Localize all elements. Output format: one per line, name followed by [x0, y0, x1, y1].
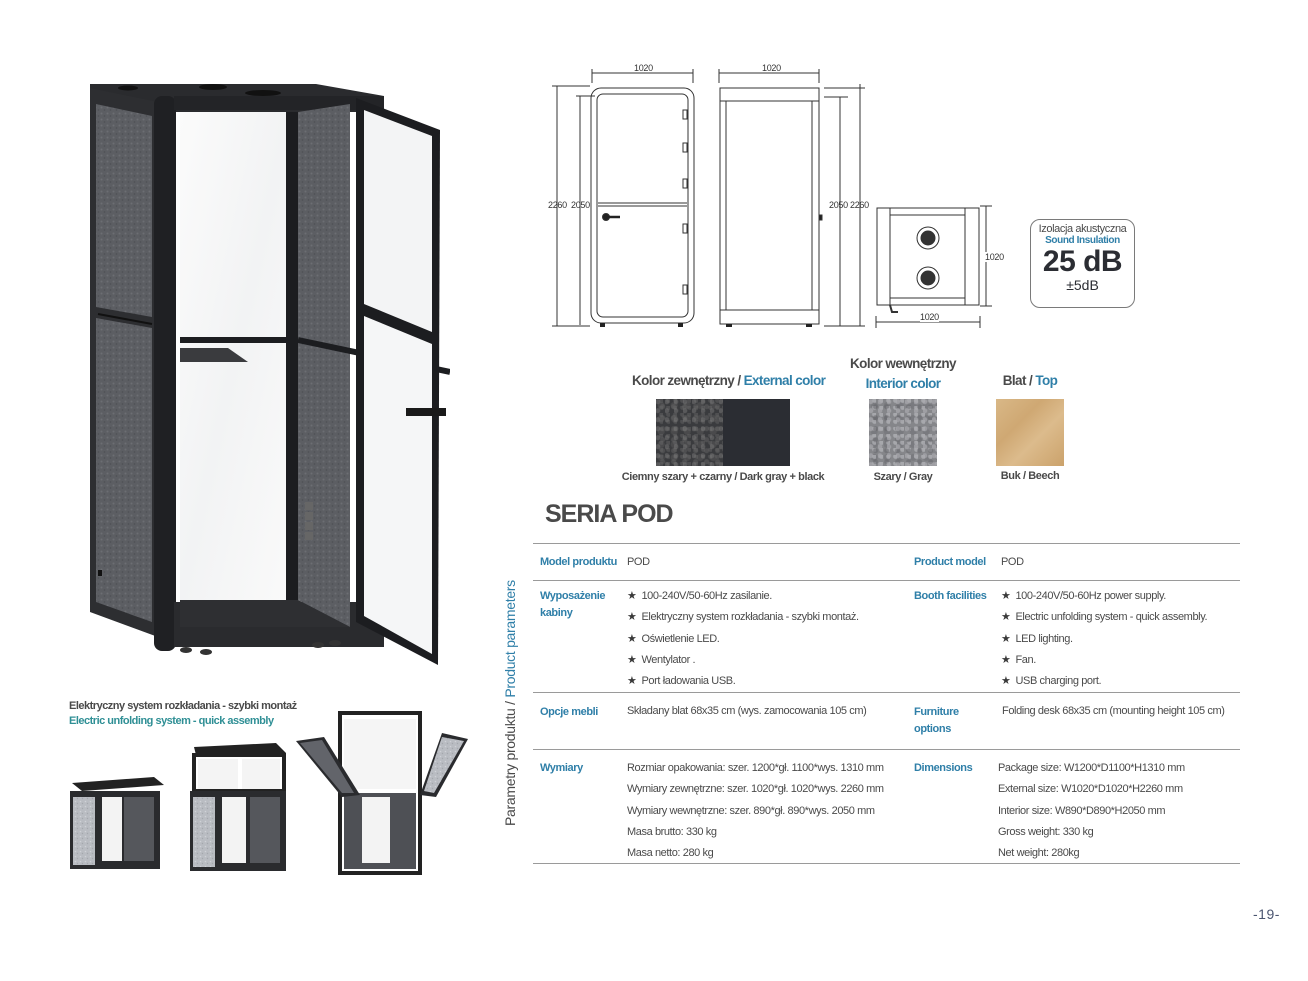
sound-badge-tolerance: ±5dB — [1066, 277, 1099, 293]
dimension-item-en: Gross weight: 330 kg — [998, 825, 1094, 838]
unfolding-caption: Elektryczny system rozkładania - szybki … — [69, 699, 297, 729]
front-outer-height-dim: 2260 — [548, 200, 567, 210]
black-swatch — [723, 399, 790, 466]
external-color-title: Kolor zewnętrzny / External color — [632, 371, 826, 391]
unfold-stage-1 — [70, 777, 164, 869]
facilities-label-en: Booth facilities — [914, 590, 987, 602]
model-value-pl: POD — [627, 556, 650, 568]
sound-badge-title-pl: Izolacja akustyczna — [1038, 223, 1127, 235]
top-color-swatch — [996, 399, 1064, 466]
dimensions-list-pl: Rozmiar opakowania: szer. 1200*gł. 1100*… — [627, 758, 884, 864]
front-view-drawing — [552, 69, 695, 327]
series-title: SERIA POD — [545, 500, 674, 528]
furniture-value-en: Folding desk 68x35 cm (mounting height 1… — [1002, 705, 1225, 717]
unfold-stage-2 — [190, 743, 286, 871]
dimension-item-pl: Rozmiar opakowania: szer. 1200*gł. 1100*… — [627, 762, 884, 774]
furniture-label-en: Furniture options — [914, 706, 959, 735]
interior-color-swatch — [869, 399, 937, 466]
dimension-item-en: Package size: W1200*D1100*H1310 mm — [998, 762, 1185, 774]
side-label-pl: Parametry produktu / — [502, 697, 518, 826]
model-label-en: Product model — [914, 556, 986, 568]
dimension-item-pl: Wymiary wewnętrzne: szer. 890*gł. 890*wy… — [627, 804, 875, 817]
furniture-label-pl: Opcje mebli — [540, 706, 598, 718]
facility-item-en: ★100-240V/50-60Hz power supply. — [1001, 590, 1166, 602]
unfolding-caption-pl: Elektryczny system rozkładania - szybki … — [69, 700, 297, 712]
front-inner-height-dim: 2050 — [571, 200, 590, 210]
facility-item-en: ★LED lighting. — [1001, 632, 1073, 645]
facility-item-pl: ★100-240V/50-60Hz zasilanie. — [627, 590, 772, 602]
dimensions-label-en: Dimensions — [914, 762, 973, 774]
top-color-title-pl: Blat / — [1002, 373, 1036, 388]
external-color-title-en: External color — [743, 373, 826, 388]
technical-drawings: 1020 2260 2050 1020 2050 2260 1020 1020 — [540, 60, 1004, 340]
facility-item-en: ★Fan. — [1001, 653, 1036, 666]
dimension-item-en: External size: W1020*D1020*H2260 mm — [998, 783, 1183, 796]
side-label-en: Product parameters — [502, 580, 518, 698]
model-value-en: POD — [1001, 556, 1024, 568]
top-depth-dim: 1020 — [985, 252, 1004, 262]
facility-item-pl: ★Wentylator . — [627, 653, 696, 666]
facility-item-pl: ★Port ładowania USB. — [627, 675, 736, 688]
top-color-title: Blat / Top — [990, 371, 1070, 391]
facility-item-pl: ★Oświetlenie LED. — [627, 632, 720, 645]
spec-row-facilities: Wyposażenie kabiny ★100-240V/50-60Hz zas… — [533, 580, 1240, 692]
top-width-dim: 1020 — [920, 312, 939, 322]
external-color-title-pl: Kolor zewnętrzny / — [632, 373, 744, 388]
facilities-list-en: ★100-240V/50-60Hz power supply. ★Electri… — [1001, 586, 1208, 692]
top-color-caption: Buk / Beech — [1000, 470, 1060, 482]
dimension-item-pl: Masa netto: 280 kg — [627, 847, 714, 860]
facility-item-en: ★USB charging port. — [1001, 675, 1102, 688]
page-number: -19- — [1253, 906, 1280, 922]
model-label-pl: Model produktu — [540, 556, 617, 568]
product-parameters-side-label: Parametry produktu / Product parameters — [502, 580, 518, 826]
sound-badge-value: 25 dB — [1042, 245, 1123, 278]
dimensions-list-en: Package size: W1200*D1100*H1310 mm Exter… — [998, 758, 1185, 864]
facility-item-en: ★Electric unfolding system - quick assem… — [1001, 611, 1208, 624]
interior-color-title: Kolor wewnętrzny Interior color — [843, 354, 963, 394]
top-color-title-en: Top — [1035, 373, 1058, 388]
interior-color-title-en: Interior color — [865, 376, 941, 391]
spec-row-dimensions: Wymiary Rozmiar opakowania: szer. 1200*g… — [533, 749, 1240, 864]
dark-gray-swatch — [656, 399, 723, 466]
side-view-drawing — [718, 69, 865, 327]
facility-item-pl: ★Elektryczny system rozkładania - szybki… — [627, 611, 859, 624]
side-inner-height-dim: 2050 — [829, 200, 848, 210]
side-width-dim: 1020 — [762, 63, 781, 73]
external-color-caption: Ciemny szary + czarny / Dark gray + blac… — [621, 471, 825, 483]
dimension-item-en: Interior size: W890*D890*H2050 mm — [998, 804, 1166, 817]
booth-product-image — [88, 82, 451, 667]
side-outer-height-dim: 2260 — [850, 200, 869, 210]
dimension-item-pl: Masa brutto: 330 kg — [627, 825, 717, 838]
facilities-label-pl: Wyposażenie kabiny — [540, 590, 606, 619]
dimension-item-pl: Wymiary zewnętrzne: szer. 1020*gł. 1020*… — [627, 783, 884, 796]
facilities-list-pl: ★100-240V/50-60Hz zasilanie. ★Elektryczn… — [627, 586, 859, 692]
external-color-swatch — [656, 399, 790, 466]
unfolding-caption-en: Electric unfolding system - quick assemb… — [69, 715, 274, 727]
unfolding-sequence-images — [24, 705, 494, 880]
furniture-value-pl: Składany blat 68x35 cm (wys. zamocowania… — [627, 705, 867, 717]
interior-color-title-pl: Kolor wewnętrzny — [850, 356, 957, 371]
interior-color-caption: Szary / Gray — [873, 471, 933, 483]
top-view-drawing — [875, 205, 992, 328]
sound-insulation-badge: Izolacja akustyczna Sound Insulation 25 … — [1030, 219, 1135, 308]
dimension-item-en: Net weight: 280kg — [998, 847, 1080, 860]
spec-row-furniture: Opcje mebli Składany blat 68x35 cm (wys.… — [533, 692, 1240, 749]
spec-table: Model produktu POD Product model POD Wyp… — [533, 543, 1240, 864]
spec-row-model: Model produktu POD Product model POD — [533, 543, 1240, 580]
front-width-dim: 1020 — [634, 63, 653, 73]
unfold-stage-3 — [296, 711, 468, 875]
sound-badge-title-en: Sound Insulation — [1045, 235, 1120, 246]
dimensions-label-pl: Wymiary — [540, 762, 583, 774]
